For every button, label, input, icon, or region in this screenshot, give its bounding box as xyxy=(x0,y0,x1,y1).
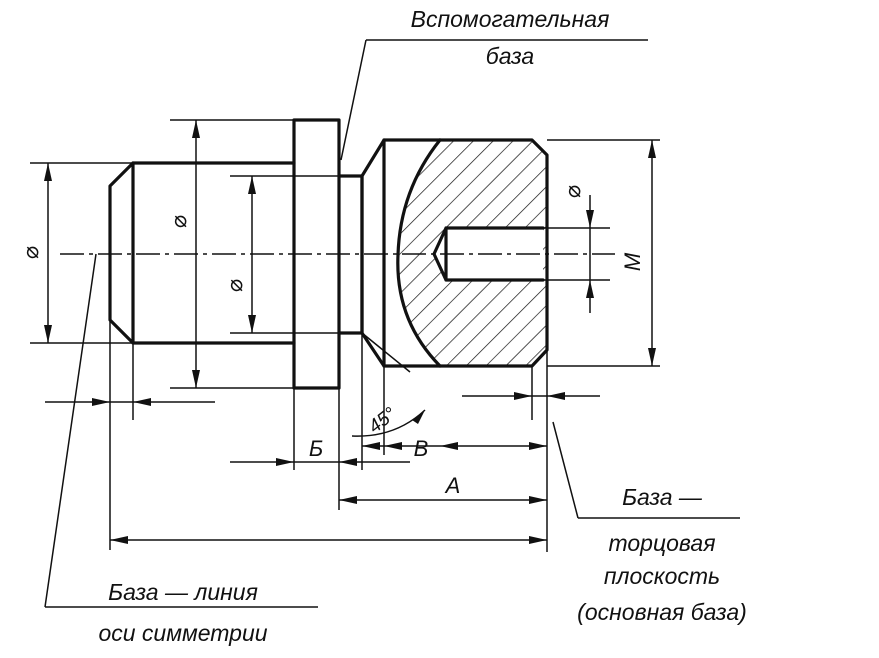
thread-label-m: M xyxy=(620,252,645,271)
left-shank xyxy=(108,161,296,345)
section-boundary xyxy=(396,138,442,368)
end-face-base-label-2: торцовая xyxy=(608,530,715,556)
end-face-base-label: База — xyxy=(622,484,703,510)
axis-base-label-2: оси симметрии xyxy=(98,620,267,646)
diameter-label-hole: ⌀ xyxy=(560,185,585,199)
dim-label-a: А xyxy=(444,473,461,498)
extension-lines xyxy=(30,119,660,552)
dimension-text: ⌀ ⌀ ⌀ ⌀ M Б В А 45° xyxy=(18,185,645,498)
auxiliary-base-label-2: база xyxy=(486,43,534,69)
end-face-base-label-3: плоскость xyxy=(604,563,720,589)
callout-labels: Вспомогательная база База — торцовая пло… xyxy=(98,6,746,646)
angle-label: 45° xyxy=(365,403,401,437)
diameter-label-collar: ⌀ xyxy=(166,215,191,229)
dim-label-b: Б xyxy=(309,436,323,461)
diameter-label-neck: ⌀ xyxy=(222,279,247,293)
end-face-base-label-4: (основная база) xyxy=(577,599,747,625)
leader-lines xyxy=(44,39,740,608)
diameter-label-outer: ⌀ xyxy=(18,246,43,260)
section-hatch xyxy=(397,140,547,366)
auxiliary-base-label: Вспомогательная xyxy=(411,6,610,32)
dimension-lines xyxy=(44,120,656,544)
axis-base-label: База — линия xyxy=(108,579,258,605)
threaded-hole xyxy=(432,226,545,282)
part-outline xyxy=(60,118,615,390)
dim-label-v: В xyxy=(414,436,429,461)
